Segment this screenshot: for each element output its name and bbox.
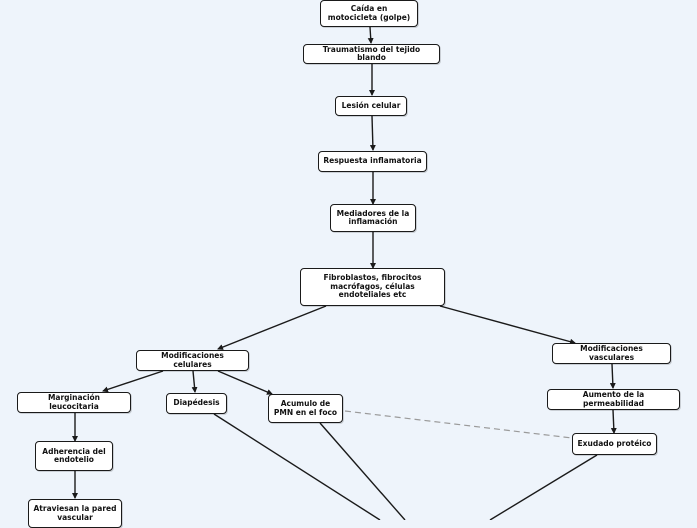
edge-celulares-marginacion: [102, 370, 164, 393]
node-traumatismo-tejido-blando[interactable]: Traumatismo del tejido blando: [303, 44, 440, 64]
node-exudado-proteico[interactable]: Exudado protéico: [572, 433, 657, 455]
node-modificaciones-celulares[interactable]: Modificaciones celulares: [136, 350, 249, 371]
node-adherencia-endotelio[interactable]: Adherencia del endotelio: [35, 441, 113, 471]
edge-aumento-exudado: [610, 409, 617, 434]
node-marginacion-leucocitaria[interactable]: Marginación leucocitaria: [17, 392, 131, 413]
edge-caida-traumatismo: [367, 26, 374, 44]
edge-exudado-offscreen: [489, 454, 598, 520]
edge-fibroblastos-vasculares: [439, 305, 576, 345]
node-atraviesan-pared-vascular[interactable]: Atraviesan la pared vascular: [28, 499, 122, 528]
node-respuesta-inflamatoria[interactable]: Respuesta inflamatoria: [318, 151, 427, 172]
node-modificaciones-vasculares[interactable]: Modificaciones vasculares: [552, 343, 671, 364]
node-lesion-celular[interactable]: Lesión celular: [335, 96, 407, 116]
edge-fibroblastos-celulares: [217, 305, 327, 350]
node-caida-motocicleta[interactable]: Caída en motocicleta (golpe): [320, 0, 418, 27]
node-acumulo-pmn[interactable]: Acumulo de PMN en el foco: [268, 394, 343, 423]
node-mediadores-inflamacion[interactable]: Mediadores de la inflamación: [330, 204, 416, 232]
node-diapedesis[interactable]: Diapédesis: [166, 393, 227, 414]
edge-lesion-respuesta: [369, 115, 376, 151]
edge-diapedesis-offscreen: [213, 413, 381, 520]
edge-celulares-diapedesis: [191, 370, 198, 393]
edge-acumulo-offscreen: [319, 422, 406, 520]
edge-celulares-acumulo: [217, 370, 273, 395]
node-aumento-permeabilidad[interactable]: Aumento de la permeabilidad: [547, 389, 680, 410]
node-fibroblastos[interactable]: Fibroblastos, fibrocitos macrófagos, cél…: [300, 268, 445, 306]
dashed-link-acumulo-exudado: [344, 410, 573, 439]
edge-vasculares-aumento: [609, 363, 616, 389]
